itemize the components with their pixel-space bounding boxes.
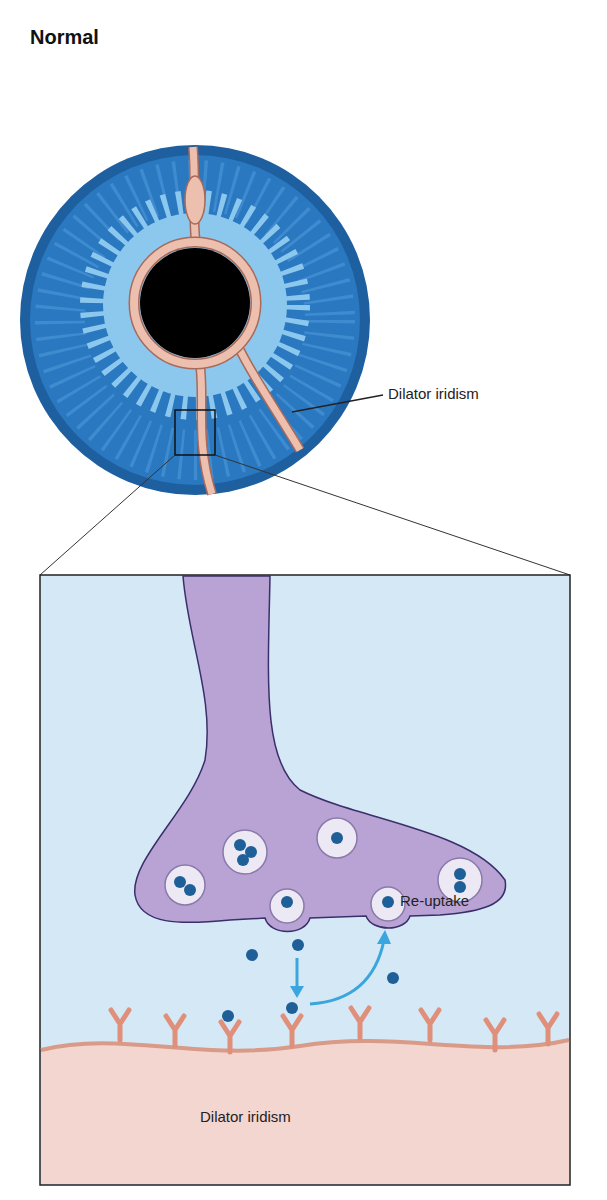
muscle-label: Dilator iridism — [388, 385, 479, 402]
diagram-title: Normal — [30, 26, 99, 49]
vesicles — [165, 818, 482, 923]
zoom-line — [215, 455, 570, 575]
muscle-cell — [41, 1040, 569, 1184]
iris-inner — [30, 155, 360, 485]
flow-arrows — [290, 930, 391, 1004]
dilator-muscle — [134, 147, 300, 494]
iris — [20, 145, 370, 495]
receptors — [111, 1008, 557, 1052]
nerve-terminal — [135, 576, 506, 932]
zoom-line — [40, 455, 175, 575]
neurotransmitter — [174, 832, 466, 1022]
pupil — [140, 248, 250, 358]
leader-line — [292, 395, 383, 412]
zoom-square — [175, 410, 215, 455]
zoom-box — [40, 575, 570, 1185]
process-label: Re-uptake — [400, 892, 469, 909]
muscle-label: Dilator iridism — [200, 1108, 291, 1125]
